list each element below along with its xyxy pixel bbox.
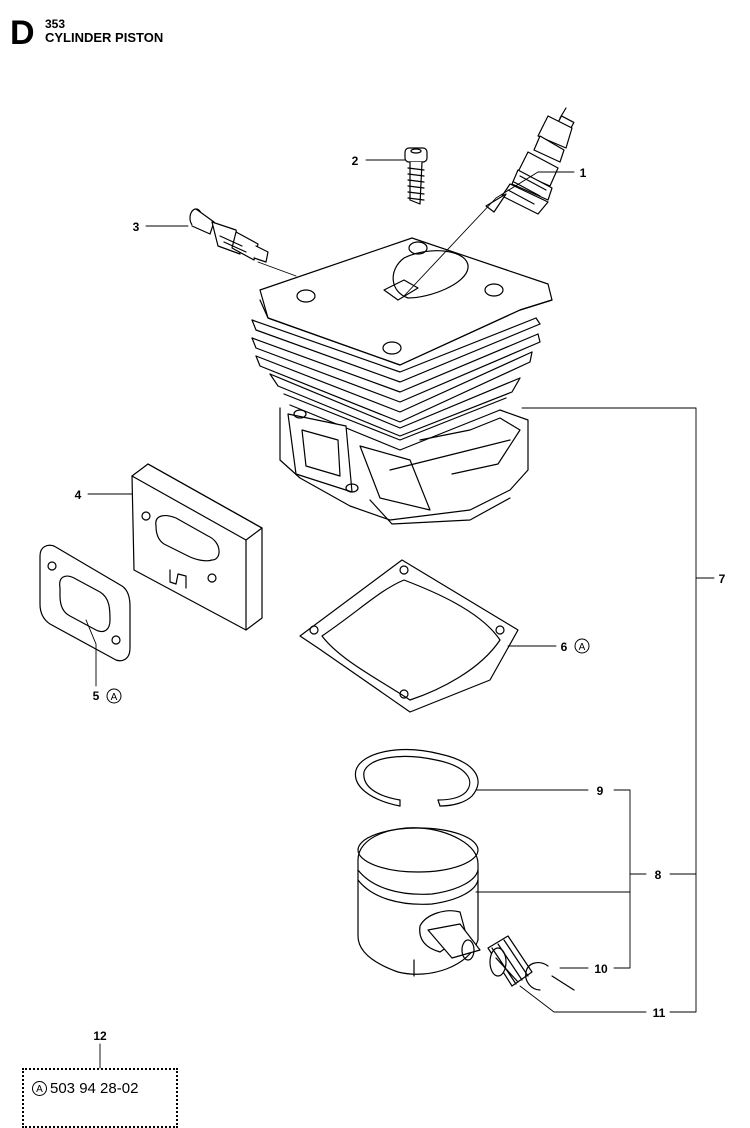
section-letter: D bbox=[10, 14, 35, 52]
kit-mark-6: A bbox=[579, 642, 586, 653]
muffler-gasket[interactable] bbox=[39, 544, 131, 662]
callout-8: 8 bbox=[655, 868, 662, 882]
kit-mark-5: A bbox=[111, 692, 118, 703]
piston[interactable] bbox=[357, 827, 481, 977]
page-title: CYLINDER PISTON bbox=[45, 30, 164, 45]
callout-3: 3 bbox=[133, 220, 140, 234]
callout-9: 9 bbox=[597, 784, 604, 798]
leader-7-bracket bbox=[521, 407, 697, 1013]
spark-plug[interactable] bbox=[485, 107, 575, 215]
kit-part-number: 503 94 28-02 bbox=[50, 1080, 139, 1097]
circlip[interactable] bbox=[525, 962, 575, 991]
callout-1: 1 bbox=[580, 166, 587, 180]
leader-1 bbox=[403, 171, 575, 297]
cylinder-screw[interactable] bbox=[404, 147, 428, 205]
kit-mark-circle-5 bbox=[106, 688, 122, 704]
callout-12: 12 bbox=[93, 1029, 107, 1043]
kit-mark-circle: A bbox=[32, 1081, 47, 1096]
callout-7: 7 bbox=[719, 572, 726, 586]
needle-bearing[interactable] bbox=[487, 935, 533, 987]
callout-10: 10 bbox=[594, 962, 608, 976]
leader-5 bbox=[85, 619, 97, 687]
leader-8-bracket bbox=[613, 789, 631, 969]
muffler-plate[interactable] bbox=[131, 463, 263, 631]
decompression-valve[interactable] bbox=[189, 208, 269, 263]
callout-6: 6 bbox=[561, 640, 568, 654]
kit-mark-circle-6 bbox=[574, 638, 590, 654]
leader-11 bbox=[519, 985, 647, 1013]
cylinder-base-gasket[interactable] bbox=[299, 559, 519, 713]
callout-11: 11 bbox=[653, 1006, 666, 1020]
piston-ring[interactable] bbox=[354, 749, 479, 807]
kit-part-line: A 503 94 28-02 bbox=[32, 1080, 138, 1097]
cylinder[interactable] bbox=[251, 237, 553, 525]
exploded-view-diagram: 1 2 3 4 5 6 7 8 9 10 11 12 A A bbox=[39, 107, 726, 1069]
kit-box: A 503 94 28-02 bbox=[22, 1068, 178, 1128]
callout-5: 5 bbox=[93, 689, 100, 703]
callout-4: 4 bbox=[75, 488, 82, 502]
model-number: 353 bbox=[45, 17, 66, 31]
callout-2: 2 bbox=[352, 154, 359, 168]
